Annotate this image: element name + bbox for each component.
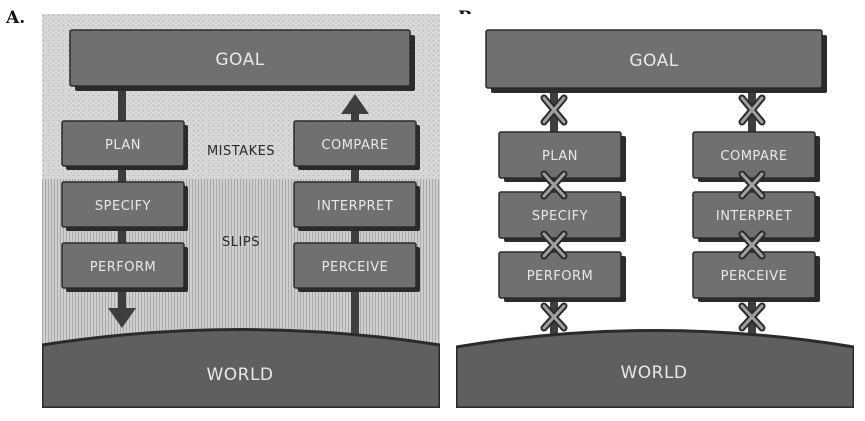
stage-specify: SPECIFY [61,181,188,231]
slips-label: SLIPS [222,235,260,250]
down-arrowhead [108,308,136,328]
stage-plan: PLAN [61,120,188,170]
mistakes-label: MISTAKES [207,144,275,159]
stage-specify-label: SPECIFY [95,199,151,214]
world-ground [42,328,440,408]
stage-specify-label: SPECIFY [532,209,588,224]
stage-compare-label: COMPARE [720,149,787,164]
world-ground [456,329,854,408]
up-arrowhead [341,94,369,114]
goal-box: GOAL [485,29,827,93]
world-label: WORLD [620,363,687,383]
stage-interpret-label: INTERPRET [317,199,393,214]
stage-perceive-label: PERCEIVE [322,260,389,275]
stage-specify: SPECIFY [498,191,626,242]
stage-compare: COMPARE [293,120,420,170]
stage-perform: PERFORM [498,251,626,302]
stage-perceive: PERCEIVE [293,242,420,292]
stage-perform-label: PERFORM [527,269,594,284]
stage-perceive: PERCEIVE [692,251,820,302]
panel-b-diagram: GOAL PLAN SPECIFY PERFORM COMPARE INTERP… [456,14,854,408]
stage-plan-label: PLAN [542,149,578,164]
stage-plan-label: PLAN [105,138,141,153]
stage-interpret: INTERPRET [692,191,820,242]
stage-compare-label: COMPARE [321,138,388,153]
stage-perform: PERFORM [61,242,188,292]
goal-label: GOAL [629,51,678,71]
stage-interpret: INTERPRET [293,181,420,231]
stage-perceive-label: PERCEIVE [721,269,788,284]
stage-plan: PLAN [498,131,626,182]
panel-a-letter: A. [6,8,26,28]
goal-box: GOAL [69,29,415,91]
goal-label: GOAL [215,50,264,70]
stage-perform-label: PERFORM [90,260,157,275]
world-label: WORLD [206,365,273,385]
stage-compare: COMPARE [692,131,820,182]
stage-interpret-label: INTERPRET [716,209,792,224]
panel-a-diagram: GOAL PLAN SPECIFY PERFORM COMPARE INTERP… [42,14,440,408]
